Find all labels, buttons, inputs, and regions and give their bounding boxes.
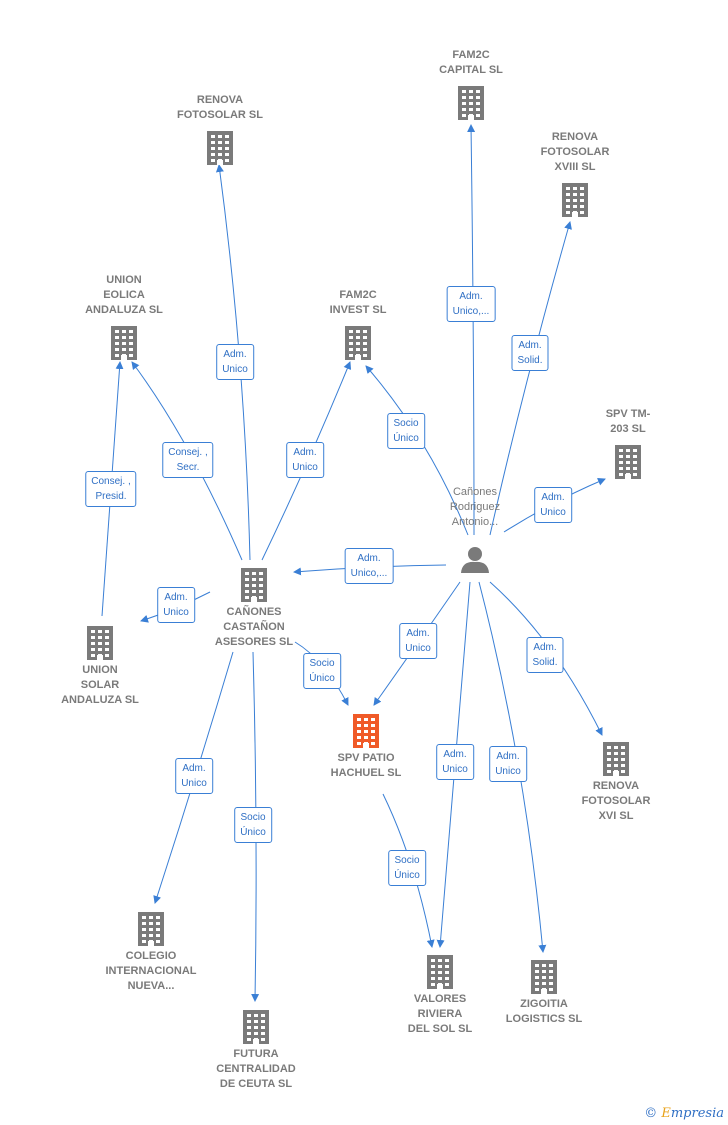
relation-label[interactable]: Socio Único (234, 807, 272, 843)
node-label-canones-castanon[interactable]: CAÑONES CASTAÑON ASESORES SL (214, 606, 294, 648)
node-label-zigoitia[interactable]: ZIGOITIA LOGISTICS SL (505, 998, 583, 1025)
company-icon[interactable] (241, 568, 267, 602)
relation-label[interactable]: Consej. , Secr. (162, 442, 214, 478)
company-icon[interactable] (562, 183, 588, 217)
company-icon[interactable] (111, 326, 137, 360)
relation-label[interactable]: Consej. , Presid. (85, 471, 137, 507)
relation-label[interactable]: Adm. Unico (216, 344, 254, 380)
node-label-union-eolica[interactable]: UNION EOLICA ANDALUZA SL (85, 274, 163, 316)
node-label-spv-patio[interactable]: SPV PATIO HACHUEL SL (330, 752, 402, 779)
relation-label[interactable]: Adm. Unico (534, 487, 572, 523)
node-label-valores[interactable]: VALORES RIVIERA DEL SOL SL (407, 993, 473, 1035)
node-label-fam2c-capital[interactable]: FAM2C CAPITAL SL (439, 49, 503, 76)
brand-initial: E (661, 1106, 671, 1121)
relation-label[interactable]: Adm. Solid. (526, 637, 564, 673)
relation-edge (467, 124, 476, 536)
relation-edge (489, 221, 572, 536)
node-label-renova-fotosolar-xvi[interactable]: RENOVA FOTOSOLAR XVI SL (581, 780, 651, 822)
node-label-colegio[interactable]: COLEGIO INTERNACIONAL NUEVA... (105, 950, 197, 992)
company-icon[interactable] (87, 626, 113, 660)
node-label-renova-fotosolar[interactable]: RENOVA FOTOSOLAR SL (177, 94, 263, 121)
company-icon[interactable] (603, 742, 629, 776)
node-label-union-solar[interactable]: UNION SOLAR ANDALUZA SL (61, 664, 139, 706)
company-icon[interactable] (207, 131, 233, 165)
relation-label[interactable]: Adm. Unico,... (446, 286, 496, 322)
company-icon[interactable] (458, 86, 484, 120)
relation-label[interactable]: Adm. Unico,... (344, 548, 394, 584)
company-icon[interactable] (615, 445, 641, 479)
company-icon[interactable] (345, 326, 371, 360)
node-label-person[interactable]: Cañones Rodriguez Antonio... (449, 486, 501, 528)
relation-label[interactable]: Socio Único (303, 653, 341, 689)
relation-label[interactable]: Socio Único (388, 850, 426, 886)
relation-label[interactable]: Adm. Unico (175, 758, 213, 794)
node-label-renova-fotosolar-xviii[interactable]: RENOVA FOTOSOLAR XVIII SL (540, 131, 610, 173)
relation-label[interactable]: Socio Único (387, 413, 425, 449)
brand-name: mpresia (670, 1106, 724, 1121)
company-icon[interactable] (138, 912, 164, 946)
copyright-icon: © (644, 1106, 658, 1121)
relation-label[interactable]: Adm. Unico (399, 623, 437, 659)
company-icon[interactable] (243, 1010, 269, 1044)
node-label-futura[interactable]: FUTURA CENTRALIDAD DE CEUTA SL (216, 1048, 296, 1090)
relation-label[interactable]: Adm. Unico (286, 442, 324, 478)
main-company-icon[interactable] (353, 714, 379, 748)
relation-label[interactable]: Adm. Unico (436, 744, 474, 780)
company-icon[interactable] (427, 955, 453, 989)
company-icon[interactable] (531, 960, 557, 994)
node-label-spv-tm203[interactable]: SPV TM- 203 SL (605, 408, 651, 435)
node-label-fam2c-invest[interactable]: FAM2C INVEST SL (329, 289, 387, 316)
relation-label[interactable]: Adm. Solid. (511, 335, 549, 371)
brand-logo: © Empresia (644, 1106, 724, 1121)
relation-label[interactable]: Adm. Unico (157, 587, 195, 623)
relation-label[interactable]: Adm. Unico (489, 746, 527, 782)
person-icon[interactable] (461, 547, 489, 573)
